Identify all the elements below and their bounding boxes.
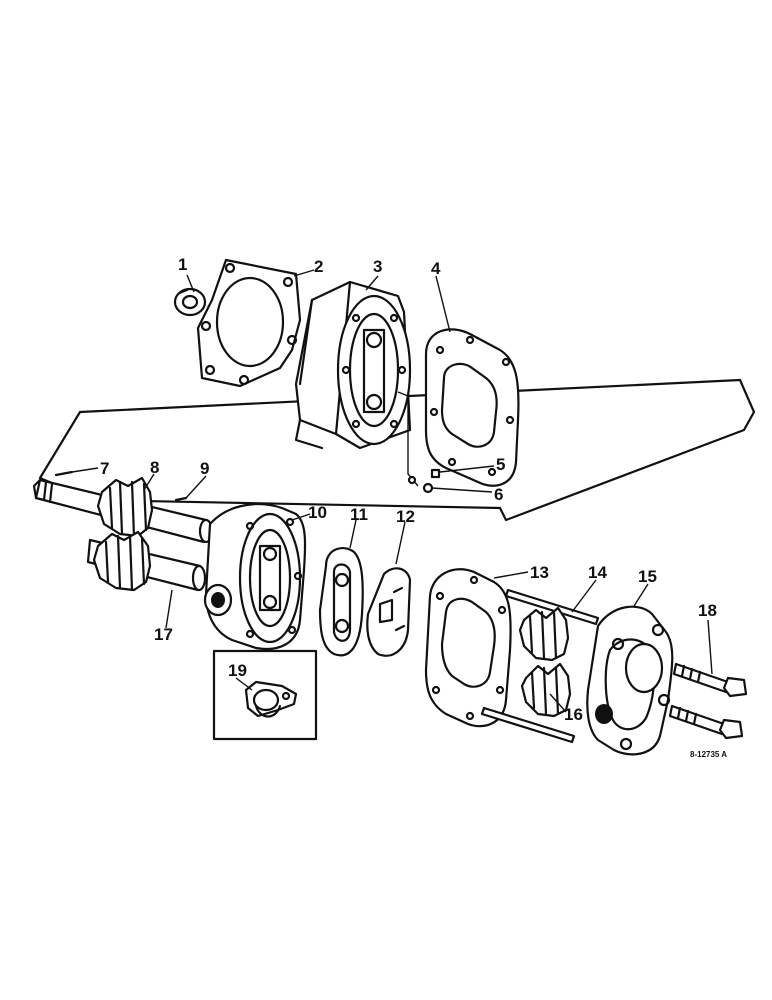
drawing-reference: 8-12735 A (690, 750, 727, 759)
label-17: 17 (154, 625, 173, 644)
part-17-driven-gear-shaft (86, 530, 207, 592)
part-3-front-body (294, 280, 412, 450)
label-18: 18 (698, 601, 717, 620)
label-5: 5 (496, 455, 505, 474)
label-11: 11 (350, 505, 368, 524)
part-1-seal (173, 287, 207, 317)
part-18-bolts (668, 662, 748, 740)
part-10-pump-body (203, 503, 307, 650)
label-10: 10 (308, 503, 327, 522)
part-9-pin (174, 496, 188, 502)
label-7: 7 (100, 459, 109, 478)
label-12: 12 (396, 507, 415, 526)
label-9: 9 (200, 459, 209, 478)
label-13: 13 (530, 563, 549, 582)
part-8-drive-gear-shaft (32, 476, 214, 544)
part-11-wear-plate (318, 547, 364, 657)
part-15-end-cover (586, 605, 674, 756)
label-16: 16 (564, 705, 583, 724)
label-8: 8 (150, 458, 159, 477)
label-3: 3 (373, 257, 382, 276)
label-6: 6 (494, 485, 503, 504)
part-19-inset (212, 649, 318, 741)
leader-lines (71, 269, 713, 713)
part-labels: 1 2 3 4 5 6 7 8 9 10 11 12 13 14 15 16 1… (100, 255, 727, 759)
label-1: 1 (178, 255, 187, 274)
part-7-pin (54, 470, 74, 477)
part-2-gasket (196, 258, 302, 388)
part-12-gasket (366, 567, 412, 657)
label-2: 2 (314, 257, 323, 276)
part-13-gear-housing (424, 568, 512, 728)
label-19: 19 (228, 661, 247, 680)
part-4-gear-housing (424, 328, 520, 487)
part-14-dowels (480, 588, 600, 744)
label-4: 4 (431, 259, 441, 278)
label-15: 15 (638, 567, 657, 586)
part-16-gears (518, 606, 572, 718)
label-14: 14 (588, 563, 607, 582)
